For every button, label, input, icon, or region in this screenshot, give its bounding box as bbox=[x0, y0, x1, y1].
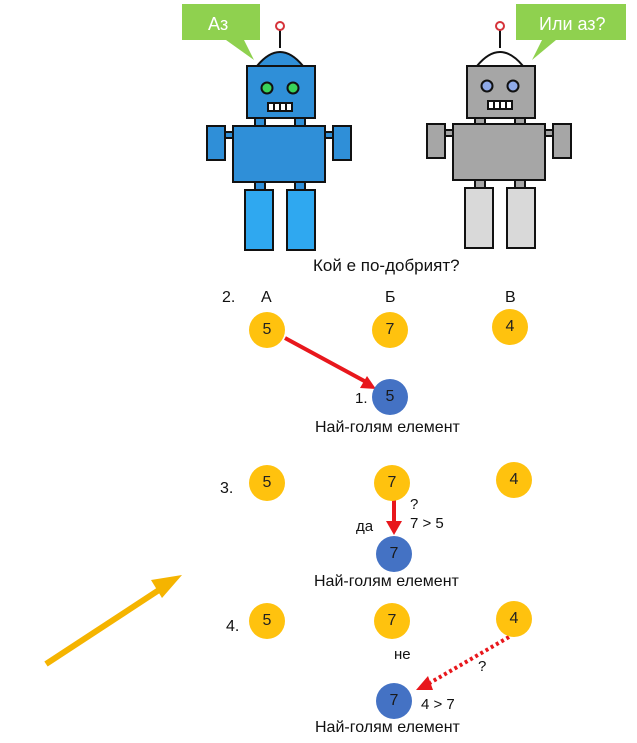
step2-red-arrow bbox=[284, 336, 369, 385]
step3-red-arrowhead bbox=[386, 521, 402, 535]
step3-max-label: Най-голям елемент bbox=[314, 573, 459, 590]
pointer-arrow-icon bbox=[44, 585, 164, 667]
step4-number: 4. bbox=[226, 618, 240, 635]
step4-max-label: Най-голям елемент bbox=[315, 719, 460, 736]
question-text: Кой е по-добрият? bbox=[313, 256, 460, 275]
step4-red-arrowhead bbox=[416, 676, 433, 690]
step3-element-a: 5 bbox=[249, 465, 285, 501]
step4-question-mark: ? bbox=[478, 658, 487, 675]
step4-no-label: не bbox=[394, 646, 411, 663]
pointer-arrowhead bbox=[151, 575, 182, 598]
step3-max-element: 7 bbox=[376, 536, 412, 572]
step4-element-b: 7 bbox=[374, 603, 410, 639]
step3-yes-label: да bbox=[356, 518, 374, 535]
speech-bubble-left bbox=[182, 4, 260, 60]
step3-element-b: 7 bbox=[374, 465, 410, 501]
step2-element-a: 5 bbox=[249, 312, 285, 348]
speech-bubble-right bbox=[516, 4, 626, 60]
step2-number: 2. bbox=[222, 289, 236, 306]
step4-element-a: 5 bbox=[249, 603, 285, 639]
step4-comparison: 4 > 7 bbox=[421, 696, 455, 713]
step4-red-dotted-arrow bbox=[426, 635, 511, 686]
column-label-c: В bbox=[505, 289, 516, 306]
step2-max-element: 5 bbox=[372, 379, 408, 415]
blue-robot-icon bbox=[206, 21, 352, 251]
step3-number: 3. bbox=[220, 480, 234, 497]
step4-element-c: 4 bbox=[496, 601, 532, 637]
column-label-b: Б bbox=[385, 289, 396, 306]
step3-comparison: 7 > 5 bbox=[410, 515, 444, 532]
speech-bubble-left-text: Аз bbox=[208, 14, 229, 34]
step2-element-b: 7 bbox=[372, 312, 408, 348]
step2-element-c: 4 bbox=[492, 309, 528, 345]
column-label-a: А bbox=[261, 289, 272, 306]
step2-red-arrowhead bbox=[360, 376, 376, 389]
step4-max-element: 7 bbox=[376, 683, 412, 719]
speech-bubble-right-text: Или аз? bbox=[539, 14, 606, 34]
step3-question-mark: ? bbox=[410, 496, 419, 513]
gray-robot-icon bbox=[426, 21, 572, 249]
step2-max-label: Най-голям елемент bbox=[315, 419, 460, 436]
step3-element-c: 4 bbox=[496, 462, 532, 498]
step1-number: 1. bbox=[355, 390, 368, 407]
